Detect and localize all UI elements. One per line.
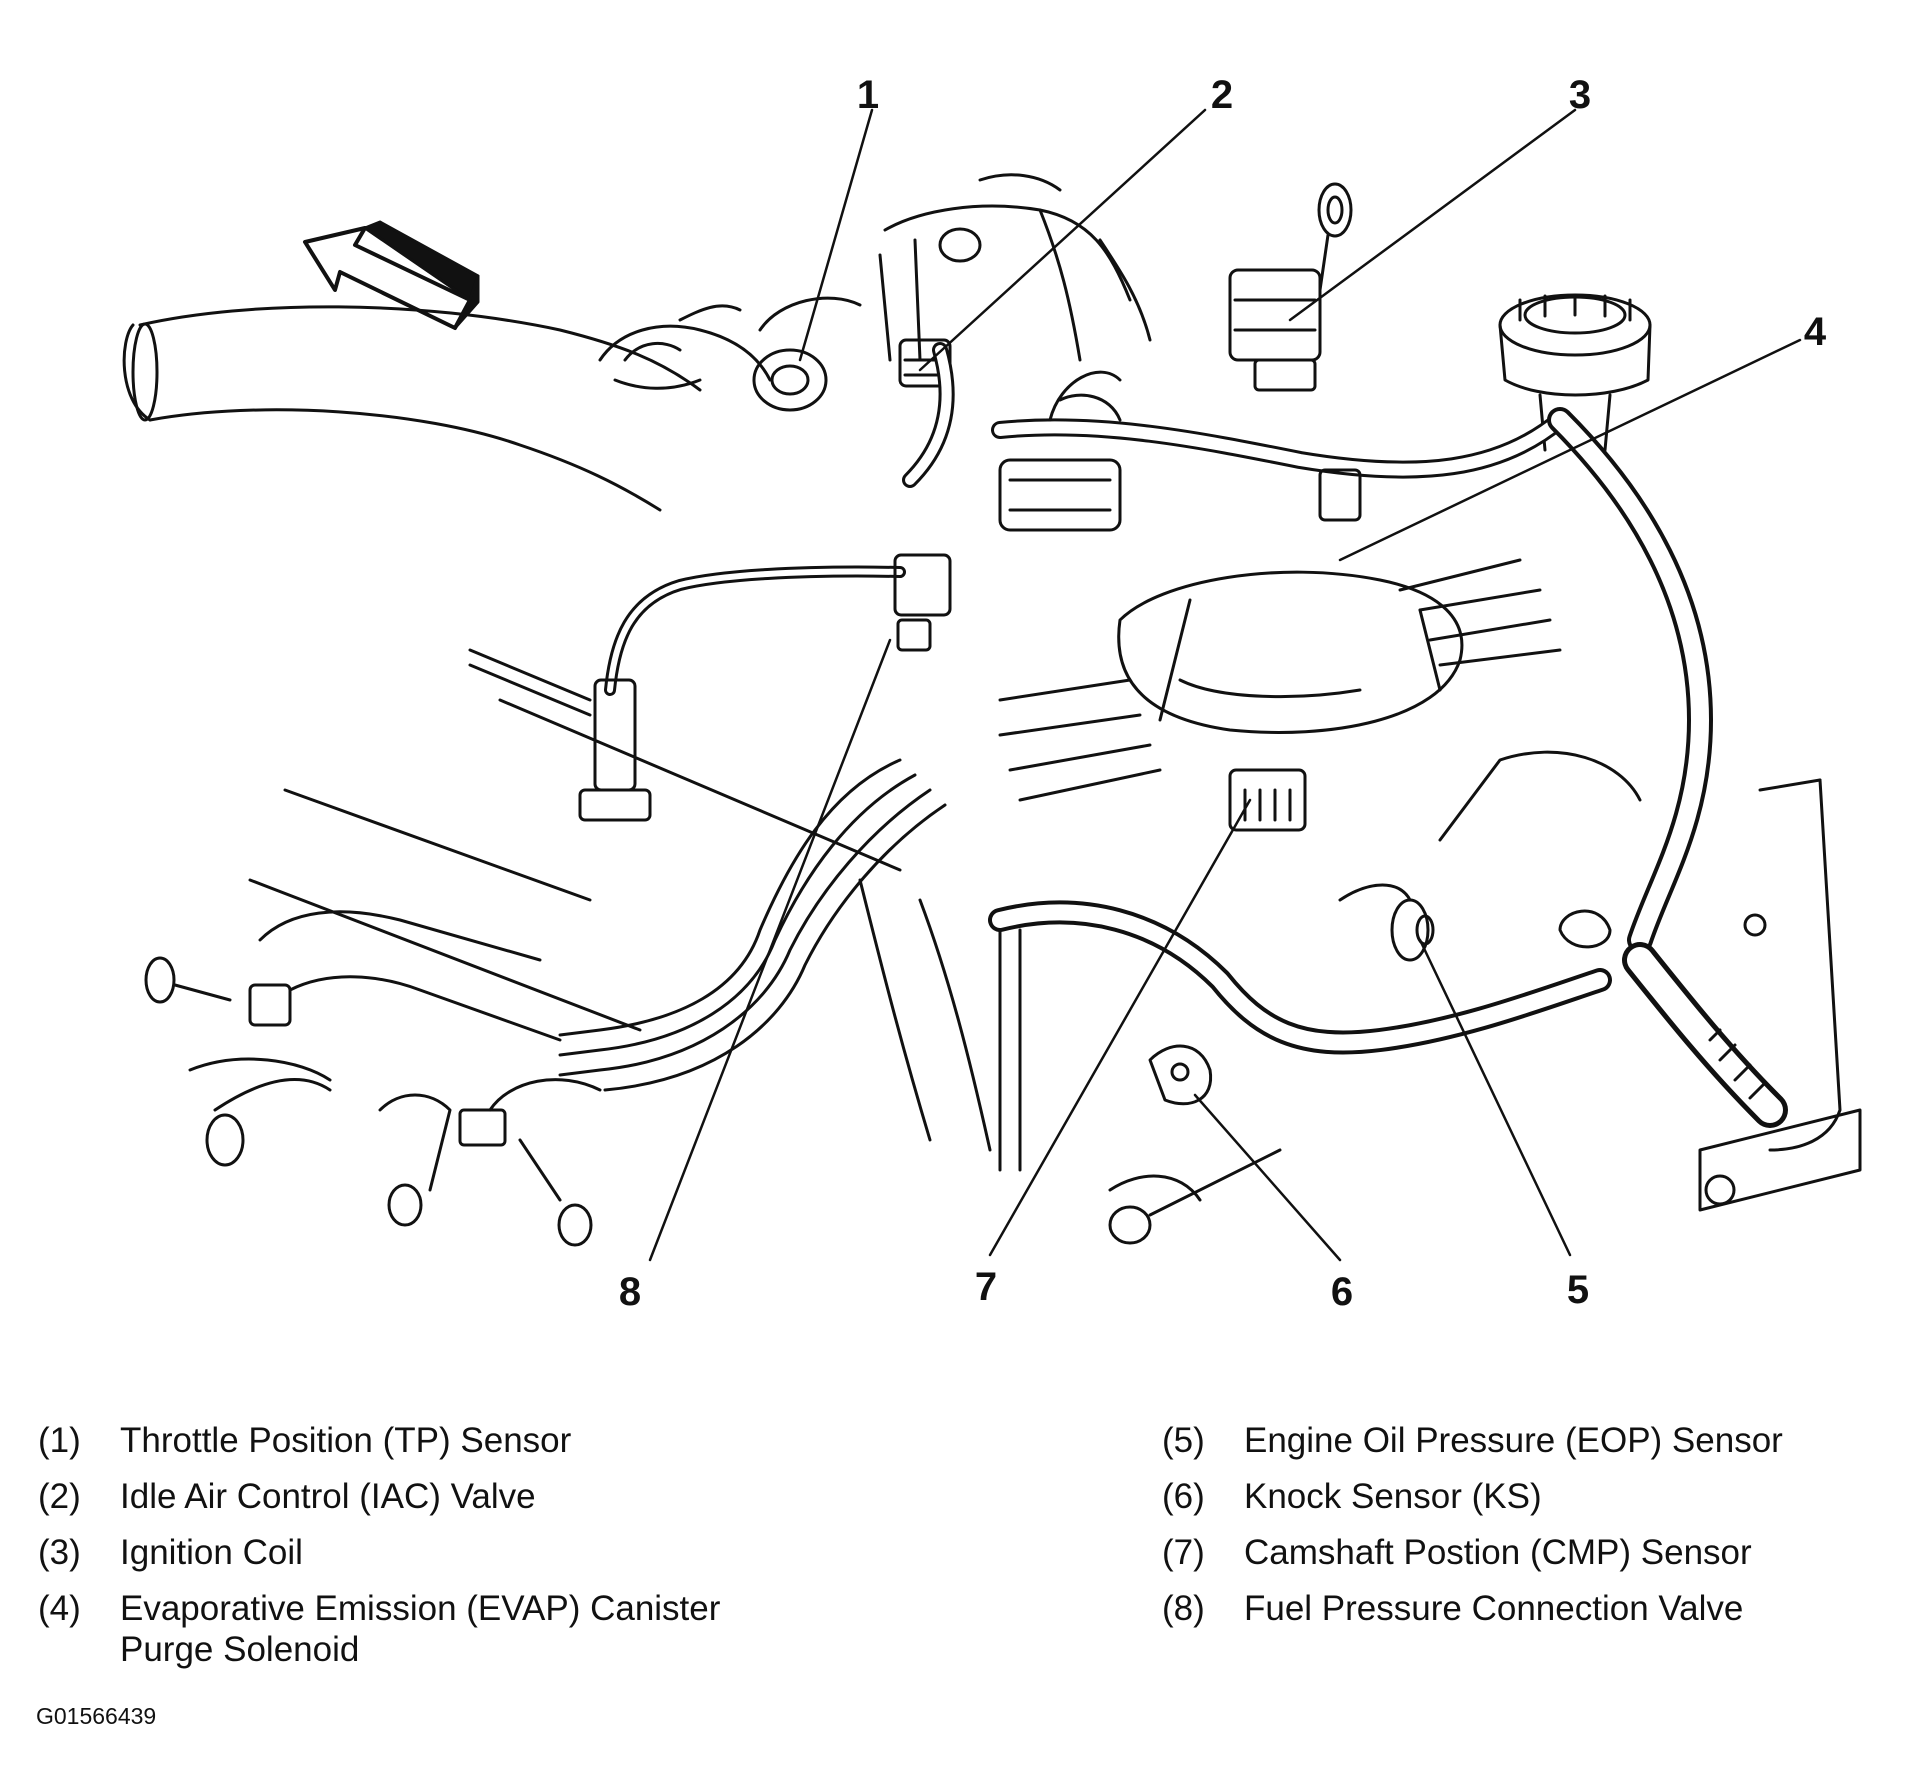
legend-item-number: (2): [38, 1477, 81, 1516]
callout-6: 6: [1331, 1270, 1353, 1314]
front-direction-arrow-icon: [303, 220, 480, 330]
callout-8: 8: [619, 1270, 641, 1314]
engine-block: [248, 648, 1842, 1172]
engine-diagram: 1 2 3 4 5 6 7 8: [122, 73, 1862, 1314]
fuel-lines: [558, 758, 947, 1092]
legend-item: (6) Knock Sensor (KS): [1162, 1476, 1922, 1517]
legend-item: (5) Engine Oil Pressure (EOP) Sensor: [1162, 1420, 1922, 1461]
legend-item-label: Fuel Pressure Connection Valve: [1244, 1589, 1744, 1628]
legend-item: (2) Idle Air Control (IAC) Valve: [38, 1476, 918, 1517]
legend-item-number: (7): [1162, 1533, 1205, 1572]
legend-item: (3) Ignition Coil: [38, 1532, 918, 1573]
legend-item-label: Ignition Coil: [120, 1533, 303, 1572]
evap-solenoid: [998, 370, 1362, 532]
legend-item-label-line1: Evaporative Emission (EVAP) Canister: [120, 1589, 721, 1628]
callout-2: 2: [1211, 73, 1233, 117]
legend-item-label: Camshaft Postion (CMP) Sensor: [1244, 1533, 1752, 1572]
legend-item-label: Idle Air Control (IAC) Valve: [120, 1477, 536, 1516]
fuel-rail-tube: [578, 553, 952, 822]
legend-item: (1) Throttle Position (TP) Sensor: [38, 1420, 918, 1461]
legend-item-label-multiline: Evaporative Emission (EVAP) Canister Pur…: [120, 1588, 918, 1670]
legend-item: (7) Camshaft Postion (CMP) Sensor: [1162, 1532, 1922, 1573]
legend-item-label: Knock Sensor (KS): [1244, 1477, 1542, 1516]
wiring-harness-upper: [902, 342, 1713, 953]
legend-item-number: (5): [1162, 1421, 1205, 1460]
eop-sensor: [1338, 883, 1435, 962]
throttle-body: [598, 296, 952, 412]
legend-item-label: Throttle Position (TP) Sensor: [120, 1421, 572, 1460]
ignition-coil: [1228, 268, 1322, 392]
knock-sensor: [1108, 1044, 1282, 1245]
intake-plenum: [878, 173, 1353, 362]
legend-item-number: (8): [1162, 1589, 1205, 1628]
injector-rail: [144, 910, 602, 1247]
lower-harness: [988, 900, 1862, 1212]
legend-item: (4) Evaporative Emission (EVAP) Canister…: [38, 1588, 918, 1670]
legend-item-number: (1): [38, 1421, 81, 1460]
callout-5: 5: [1567, 1268, 1589, 1312]
callout-4: 4: [1804, 310, 1827, 354]
legend-item-number: (3): [38, 1533, 81, 1572]
distributor: [998, 558, 1562, 802]
callout-1: 1: [857, 73, 879, 117]
callout-leader-lines: [648, 108, 1802, 1262]
callout-7: 7: [975, 1265, 997, 1309]
cmp-sensor: [1228, 768, 1307, 832]
legend-right: (5) Engine Oil Pressure (EOP) Sensor (6)…: [1162, 1420, 1922, 1644]
legend-item: (8) Fuel Pressure Connection Valve: [1162, 1588, 1922, 1629]
callout-3: 3: [1569, 73, 1591, 117]
legend-item-number: (4): [38, 1589, 81, 1628]
legend-item-number: (6): [1162, 1477, 1205, 1516]
legend-item-label: Engine Oil Pressure (EOP) Sensor: [1244, 1421, 1783, 1460]
figure-id: G01566439: [36, 1703, 157, 1729]
legend-item-label-line2: Purge Solenoid: [120, 1630, 360, 1669]
legend-left: (1) Throttle Position (TP) Sensor (2) Id…: [38, 1420, 918, 1685]
air-intake-hose: [122, 305, 702, 512]
